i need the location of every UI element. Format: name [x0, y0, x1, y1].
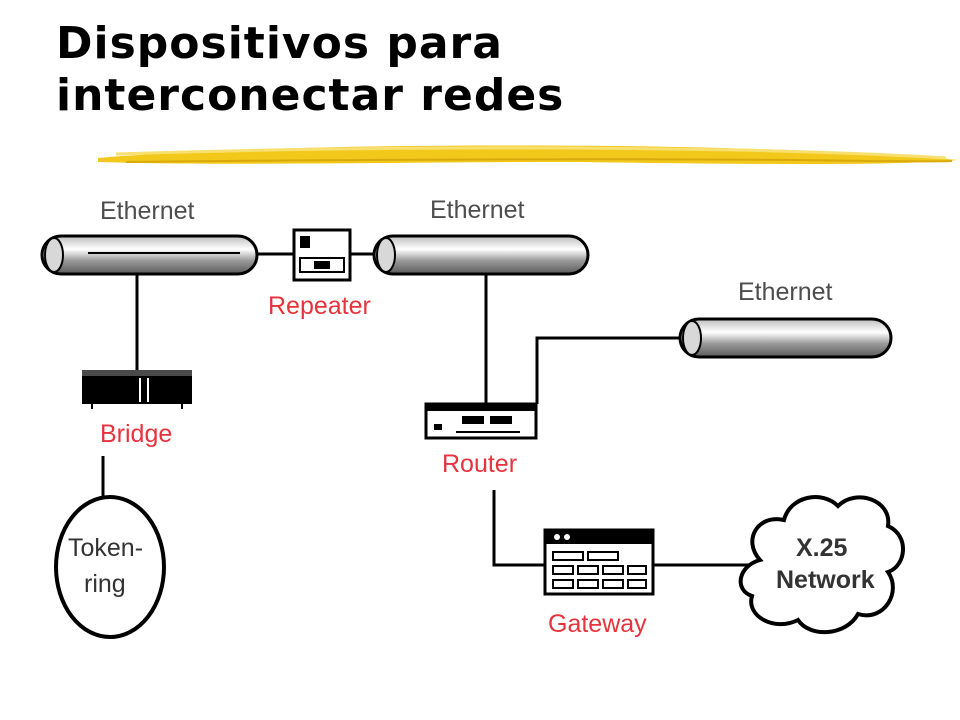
x25-label-line1: X.25 — [796, 534, 848, 562]
link-router-ethernet3 — [535, 336, 685, 404]
title-line-1: Dispositivos para — [56, 18, 503, 69]
underline-stroke-dark — [125, 158, 953, 163]
bridge-label: Bridge — [100, 420, 172, 448]
ethernet-label-1: Ethernet — [100, 197, 195, 225]
ethernet-label-2: Ethernet — [430, 196, 525, 224]
bridge-device-icon — [82, 370, 192, 409]
repeater-label: Repeater — [268, 292, 371, 320]
router-label: Router — [442, 450, 517, 478]
ethernet-label-3: Ethernet — [738, 278, 833, 306]
title-underline-brush — [98, 145, 958, 164]
title-line-2: interconectar redes — [56, 70, 565, 121]
underline-stroke-light — [115, 146, 947, 160]
token-ring-icon — [54, 495, 166, 639]
ethernet-cable-1 — [40, 234, 259, 276]
ethernet-cable-2 — [372, 234, 590, 276]
connection-lines — [101, 252, 752, 567]
x25-label-line2: Network — [776, 566, 875, 594]
link-router-gateway — [492, 490, 545, 567]
repeater-device-icon — [292, 228, 352, 282]
ethernet-cable-3 — [678, 317, 893, 359]
token-ring-label-line1: Token- — [68, 534, 143, 562]
x25-cloud-icon — [738, 495, 905, 635]
router-device-icon — [424, 402, 538, 440]
slide-title: Dispositivos para interconectar redes — [56, 18, 564, 122]
gateway-label: Gateway — [548, 610, 647, 638]
gateway-device-icon — [543, 528, 655, 596]
token-ring-label-line2: ring — [84, 570, 126, 598]
